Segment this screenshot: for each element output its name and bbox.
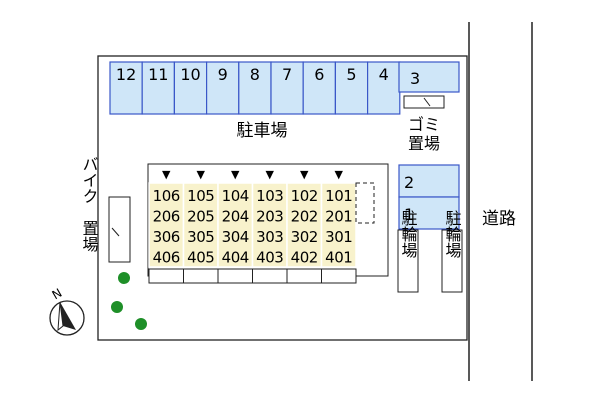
entrance-marker-icon: ▼	[231, 168, 240, 181]
unit-number: 205	[187, 208, 214, 226]
unit-number: 104	[222, 187, 249, 205]
tree	[135, 318, 147, 330]
unit-number: 306	[153, 228, 180, 246]
balcony	[217, 268, 253, 284]
unit-number: 304	[222, 228, 249, 246]
unit-number: 202	[291, 208, 318, 226]
unit-number: 403	[256, 249, 283, 267]
unit-number: 103	[256, 187, 283, 205]
parking-space-number: 5	[346, 65, 356, 84]
unit-number: 101	[325, 187, 352, 205]
unit-number: 406	[153, 249, 180, 267]
bicycle-parking-left	[397, 229, 419, 293]
unit-number: 102	[291, 187, 318, 205]
parking-space-1	[398, 196, 460, 230]
unit-number: 401	[325, 249, 352, 267]
bicycle-label-right: 駐輪場	[443, 210, 462, 259]
parking-space-number: 10	[180, 65, 200, 84]
entrance-marker-icon: ▼	[300, 168, 309, 181]
unit-number: 106	[153, 187, 180, 205]
bike-parking-area	[108, 196, 131, 263]
tree	[118, 272, 130, 284]
balcony	[286, 268, 322, 284]
unit-number: 206	[153, 208, 180, 226]
unit-number: 201	[325, 208, 352, 226]
compass-north: N	[50, 286, 65, 303]
bike-label-1: バイク	[80, 156, 99, 204]
unit-number: 405	[187, 249, 214, 267]
parking-space-10	[173, 61, 208, 115]
unit-number: 404	[222, 249, 249, 267]
parking-space-6	[302, 61, 337, 115]
site-boundary	[97, 55, 468, 341]
unit-number: 302	[291, 228, 318, 246]
parking-space-number: 9	[218, 65, 228, 84]
bike-label-2: 置場	[80, 220, 99, 253]
bicycle-label-left: 駐輪場	[399, 210, 418, 259]
parking-space-number: 7	[282, 65, 292, 84]
balcony	[148, 268, 184, 284]
parking-label: 駐車場	[237, 121, 288, 141]
unit-number: 105	[187, 187, 214, 205]
balcony	[252, 268, 288, 284]
balcony	[183, 268, 219, 284]
parking-space-5	[334, 61, 369, 115]
parking-space-12	[109, 61, 143, 115]
parking-space-number: 11	[148, 65, 168, 84]
unit-column	[182, 182, 219, 268]
parking-row: 12 11 10 9 8 7 6 5 4	[109, 61, 401, 115]
bike-parking-mark	[111, 227, 120, 237]
tree	[111, 301, 123, 313]
compass-needle-icon	[60, 302, 76, 330]
compass: N	[49, 286, 85, 336]
parking-space-4	[367, 61, 401, 115]
balcony	[321, 268, 357, 284]
entrance-marker-icon: ▼	[162, 168, 171, 181]
parking-space-number: 4	[379, 65, 389, 84]
unit-number: 303	[256, 228, 283, 246]
parking-space-3-number: 3	[410, 69, 420, 88]
garbage-label-2: 置場	[408, 134, 440, 153]
unit-number: 301	[325, 228, 352, 246]
parking-space-2-number: 2	[404, 173, 414, 192]
garbage-box-mark	[423, 97, 431, 107]
parking-space-number: 8	[250, 65, 260, 84]
parking-space-1-number: 1	[404, 205, 414, 224]
parking-space-number: 12	[116, 65, 136, 84]
garbage-box	[403, 95, 445, 109]
unit-number: 204	[222, 208, 249, 226]
unit-number: 305	[187, 228, 214, 246]
unit-column	[217, 182, 254, 268]
bicycle-parking-right	[441, 229, 463, 293]
parking-space-number: 6	[314, 65, 324, 84]
garbage-label-1: ゴミ	[408, 115, 440, 134]
unit-number: 203	[256, 208, 283, 226]
parking-space-9	[206, 61, 240, 115]
building-dashed-area	[355, 182, 375, 224]
unit-column	[148, 182, 185, 268]
entrance-marker-icon: ▼	[197, 168, 206, 181]
road-label: 道路	[482, 209, 516, 229]
unit-column	[320, 182, 357, 268]
compass-needle-light-icon	[57, 301, 64, 332]
unit-number: 402	[291, 249, 318, 267]
parking-space-3	[398, 61, 460, 93]
parking-space-7	[270, 61, 304, 115]
parking-space-2	[398, 164, 460, 198]
building-units: ▼ ▼ ▼ ▼ ▼ ▼ 106 105 104 103 102 101 206 205 204 203 202 2…	[148, 168, 357, 284]
entrance-marker-icon: ▼	[266, 168, 275, 181]
parking-space-8	[238, 61, 272, 115]
entrance-marker-icon: ▼	[335, 168, 344, 181]
